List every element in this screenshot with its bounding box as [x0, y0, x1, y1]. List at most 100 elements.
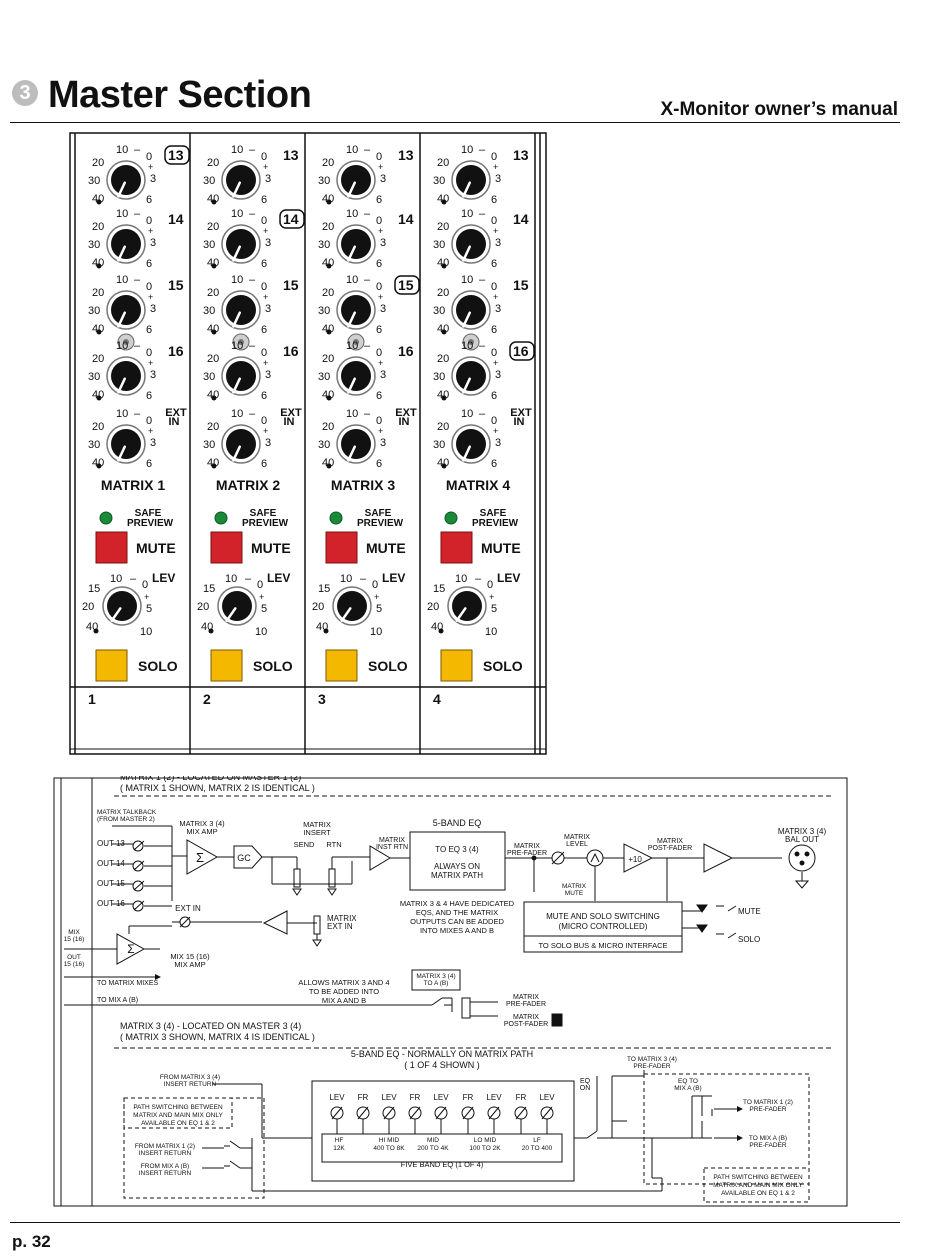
to-m12-pre-label: TO MATRIX 1 (2)	[743, 1099, 793, 1106]
matrix-control-panel: 10–0203040+361310–0203040+361410–0203040…	[69, 132, 547, 755]
band-range: 400 TO 8K	[373, 1145, 405, 1152]
matrix-level-knob[interactable]	[106, 356, 146, 396]
lev-knob[interactable]	[332, 586, 372, 626]
matrix-level-knob[interactable]	[451, 224, 491, 264]
matrix-name: MATRIX 4	[446, 477, 511, 493]
scale-label: –	[134, 340, 141, 352]
sigma-symbol: Σ	[127, 942, 134, 956]
scale-label: 3	[495, 237, 501, 249]
knob-number-label: 16	[398, 343, 414, 359]
scale-label: 0	[491, 347, 497, 359]
scale-label: 6	[376, 324, 382, 336]
lev-scale: 15	[203, 583, 215, 595]
scale-dot	[326, 329, 332, 335]
scale-label: 6	[261, 390, 267, 402]
matrix-level-label: MATRIX	[564, 834, 590, 841]
matrix-level-knob[interactable]	[221, 290, 261, 330]
mute-button[interactable]	[440, 531, 473, 564]
scale-label: 30	[203, 371, 215, 383]
matrix-level-knob[interactable]	[221, 160, 261, 200]
matrix-level-knob[interactable]	[451, 290, 491, 330]
matrix-level-knob[interactable]	[451, 424, 491, 464]
footer-rule	[10, 1222, 900, 1223]
knob-number-label: 13	[168, 147, 184, 163]
scale-dot	[438, 628, 444, 634]
allows-label: ALLOWS MATRIX 3 AND 4	[298, 978, 389, 987]
scale-label: 10	[461, 408, 473, 420]
scale-label: 10	[346, 340, 358, 352]
scale-label: +	[263, 292, 268, 302]
scale-label: –	[364, 340, 371, 352]
scale-label: 0	[261, 281, 267, 293]
scale-label: 20	[437, 353, 449, 365]
eq-note: INTO MIXES A AND B	[420, 926, 494, 935]
matrix-level-knob[interactable]	[106, 424, 146, 464]
mute-button[interactable]	[210, 531, 243, 564]
page-title: Master Section	[48, 74, 312, 116]
mute-button[interactable]	[95, 531, 128, 564]
eq-knob	[540, 1106, 554, 1134]
allows-label: TO BE ADDED INTO	[309, 987, 379, 996]
matrix-level-knob[interactable]	[106, 224, 146, 264]
matrix-level-knob[interactable]	[336, 160, 376, 200]
scale-label: 30	[433, 439, 445, 451]
matrix-level-knob[interactable]	[336, 290, 376, 330]
solo-button[interactable]	[440, 649, 473, 682]
send-label: SEND	[294, 840, 315, 849]
safe-preview-led	[99, 511, 113, 525]
lev-scale: 20	[82, 601, 94, 613]
out-label: OUT 16	[97, 899, 125, 908]
scale-label: 0	[146, 281, 152, 293]
solo-button[interactable]	[325, 649, 358, 682]
band-title: 5-BAND EQ - NORMALLY ON MATRIX PATH	[351, 1049, 533, 1059]
scale-label: 30	[88, 239, 100, 251]
scale-label: +	[493, 226, 498, 236]
eq-knob-label: FR	[410, 1093, 421, 1102]
eq-box-line: MATRIX PATH	[431, 871, 483, 880]
lev-scale: –	[245, 573, 252, 585]
scale-label: –	[479, 408, 486, 420]
bal-out-label: MATRIX 3 (4)	[778, 827, 827, 836]
matrix-level-knob[interactable]	[451, 356, 491, 396]
eq-knob	[408, 1106, 422, 1134]
highlight-box	[394, 275, 420, 295]
lev-scale: 0	[257, 579, 263, 591]
matrix-level-knob[interactable]	[336, 356, 376, 396]
lev-knob[interactable]	[217, 586, 257, 626]
knob-number-label: 14	[398, 211, 414, 227]
solo-button[interactable]	[210, 649, 243, 682]
scale-label: –	[134, 208, 141, 220]
scale-label: 3	[265, 303, 271, 315]
matrix-level-knob[interactable]	[336, 424, 376, 464]
scale-label: 6	[491, 194, 497, 206]
scale-label: 20	[322, 353, 334, 365]
gc-label: GC	[237, 853, 251, 863]
scale-label: 20	[92, 221, 104, 233]
mute-button[interactable]	[325, 531, 358, 564]
ext-label: IN	[169, 416, 180, 428]
matrix-level-knob[interactable]	[221, 356, 261, 396]
scale-label: 3	[150, 237, 156, 249]
lev-knob[interactable]	[447, 586, 487, 626]
scale-dot	[96, 199, 102, 205]
safe-preview-led	[444, 511, 458, 525]
scale-label: 3	[495, 303, 501, 315]
matrix-level-knob[interactable]	[336, 224, 376, 264]
scale-label: 6	[146, 458, 152, 470]
matrix-level-knob[interactable]	[451, 160, 491, 200]
solo-label: SOLO	[368, 658, 408, 674]
matrix-level-knob[interactable]	[106, 160, 146, 200]
matrix-level-knob[interactable]	[221, 424, 261, 464]
matrix-level-knob[interactable]	[106, 290, 146, 330]
band-name: LF	[533, 1137, 541, 1144]
solo-button[interactable]	[95, 649, 128, 682]
matrix-level-knob[interactable]	[221, 224, 261, 264]
scale-label: 6	[261, 194, 267, 206]
scale-label: 30	[88, 371, 100, 383]
scale-label: 20	[92, 353, 104, 365]
scale-dot	[441, 199, 447, 205]
lev-knob[interactable]	[102, 586, 142, 626]
scale-label: 30	[433, 239, 445, 251]
scale-label: 3	[150, 303, 156, 315]
scale-label: 10	[116, 144, 128, 156]
